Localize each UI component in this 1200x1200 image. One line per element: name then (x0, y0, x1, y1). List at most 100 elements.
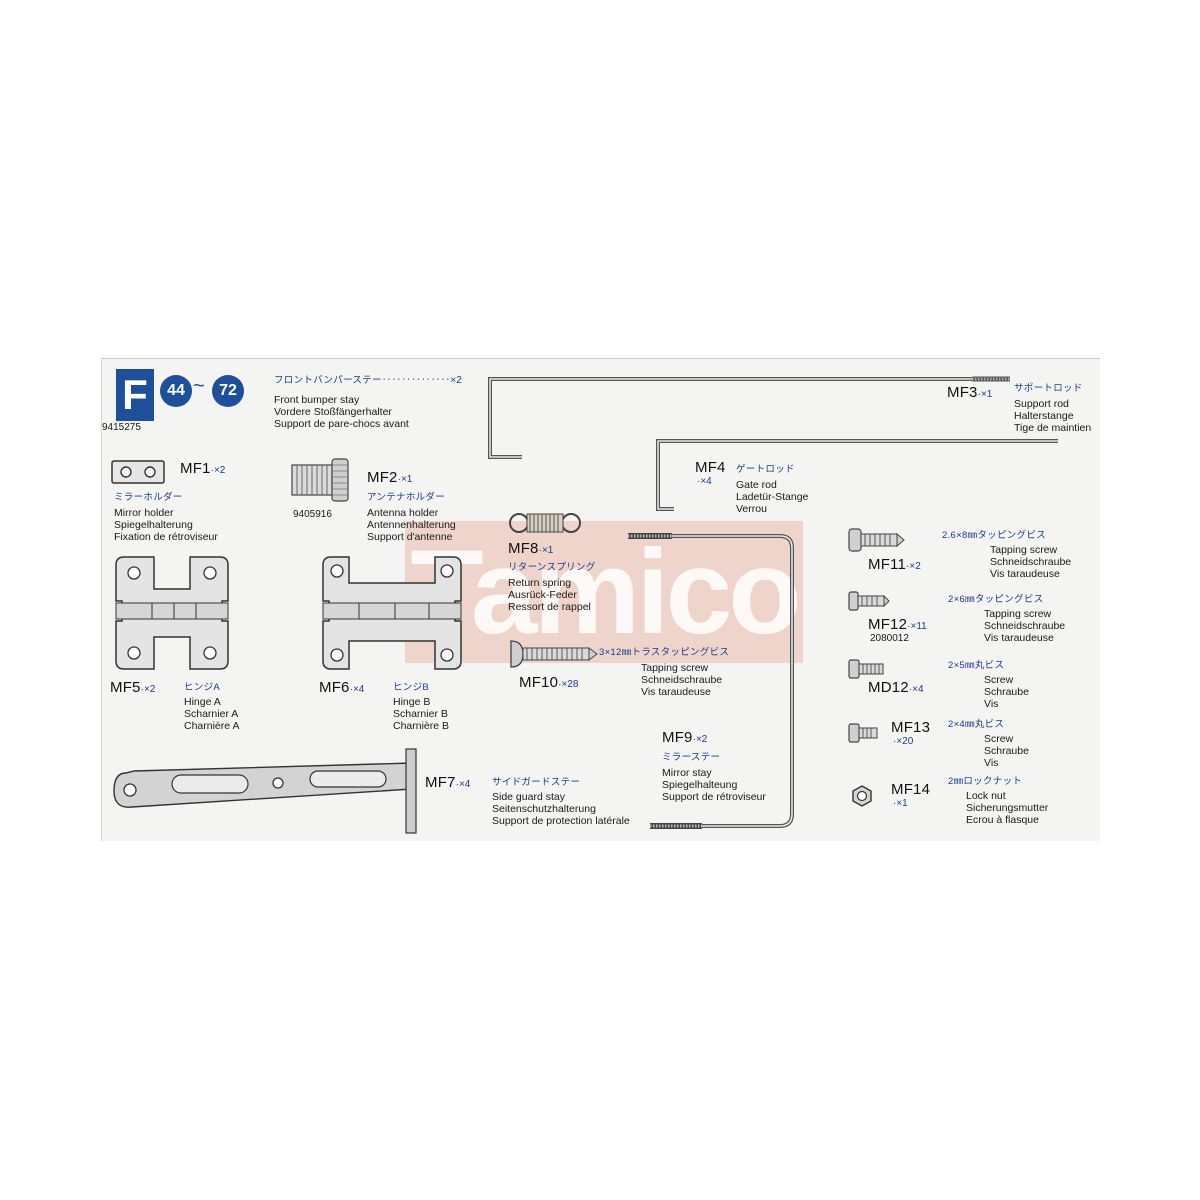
mf4-jp: ゲートロッド (736, 464, 795, 475)
md12-de: Schraube (984, 686, 1029, 698)
mf8-en: Return spring (508, 577, 572, 589)
mf14-jp: 2㎜ロックナット (948, 776, 1023, 787)
mf2-code: MF2 (367, 469, 398, 486)
step-range-end: 72 (212, 375, 244, 407)
mf14-en: Lock nut (966, 790, 1006, 802)
mf12-qty: ·×11 (907, 621, 927, 632)
mf2-label: アンテナホルダー Antenna holder Antennenhalterun… (367, 489, 456, 543)
support-rod-drawing (488, 376, 1010, 459)
mf11-label: 2.6×8㎜タッピングビス Tapping screw Schneidschra… (942, 527, 1071, 580)
mf10-de: Schneidschraube (641, 674, 723, 686)
mf9-de: Spiegelhalteung (662, 779, 738, 791)
mf10-en: Tapping screw (641, 662, 709, 674)
mf1-jp: ミラーホルダー (114, 492, 183, 503)
step-range-separator: ~ (193, 375, 205, 397)
mf2-part-number: 9405916 (293, 509, 332, 520)
mf3-code: MF3 (947, 384, 978, 401)
mf12-fr: Vis taraudeuse (984, 632, 1054, 644)
hinge-a-drawing (115, 556, 229, 670)
mf7-code: MF7 (425, 774, 456, 791)
mf11-de: Schneidschraube (990, 556, 1072, 568)
md12-screw-drawing (848, 659, 884, 679)
md12-code: MD12 (868, 679, 909, 696)
md12-label: 2×5㎜丸ビス Screw Schraube Vis (948, 657, 1029, 710)
mf9-jp: ミラーステー (662, 752, 721, 763)
mf7-fr: Support de protection latérale (492, 815, 630, 827)
mf13-de: Schraube (984, 745, 1029, 757)
watermark-text: Tamico (410, 525, 801, 659)
mf9-code-block: MF9·×2 (662, 729, 707, 747)
mf7-label: サイドガードステー Side guard stay Seitenschutzha… (492, 774, 630, 827)
mf12-label: 2×6㎜タッピングビス Tapping screw Schneidschraub… (948, 591, 1065, 644)
mf12-screw-drawing (848, 591, 890, 611)
mf7-qty: ·×4 (455, 779, 471, 790)
mf6-qty: ·×4 (349, 684, 365, 695)
mf3-label: サポートロッド Support rod Halterstange Tige de… (1014, 380, 1091, 434)
bag-letter-badge: F (116, 369, 154, 421)
mf11-jp: 2.6×8㎜タッピングビス (942, 530, 1046, 541)
mf3-qty: ·×1 (977, 389, 993, 400)
mf3-en: Support rod (1014, 398, 1069, 410)
mf14-de: Sicherungsmutter (966, 802, 1049, 814)
mf9-en: Mirror stay (662, 767, 712, 779)
mf6-code: MF6 (319, 679, 350, 696)
mf14-code-block: MF14 ·×1 (891, 781, 930, 809)
mf4-label: ゲートロッド Gate rod Ladetür-Stange Verrou (736, 461, 808, 515)
mf8-qty: ·×1 (538, 545, 554, 556)
mf6-jp: ヒンジB (393, 682, 430, 693)
mf11-code: MF11 (868, 556, 907, 573)
mf12-code: MF12 (868, 616, 908, 633)
mf14-qty: ·×1 (893, 798, 908, 809)
mf11-en: Tapping screw (990, 544, 1058, 556)
mf11-code-block: MF11·×2 (868, 556, 921, 574)
bumper-stay-fr: Support de pare-chocs avant (274, 418, 409, 430)
mf10-code-block: MF10·×28 (519, 674, 578, 692)
mirror-stay-drawing (628, 533, 794, 829)
mf14-code: MF14 (891, 781, 931, 798)
mf5-label: ヒンジA Hinge A Scharnier A Charnière A (184, 679, 239, 732)
mf8-de: Ausrück-Feder (508, 589, 577, 601)
mf8-code: MF8 (508, 540, 539, 557)
mf12-de: Schneidschraube (984, 620, 1066, 632)
md12-fr: Vis (984, 698, 999, 710)
bumper-stay-de: Vordere Stoßfängerhalter (274, 406, 392, 418)
mf11-fr: Vis taraudeuse (990, 568, 1060, 580)
mf13-jp: 2×4㎜丸ビス (948, 719, 1005, 730)
lock-nut-drawing (852, 785, 872, 807)
mf1-label: ミラーホルダー Mirror holder Spiegelhalterung F… (114, 489, 218, 543)
mf9-code: MF9 (662, 729, 693, 746)
mf13-code-block: MF13 ·×20 (891, 719, 930, 747)
md12-code-block: MD12·×4 (868, 679, 924, 697)
mf10-screw-drawing (510, 640, 598, 668)
mf8-label: リターンスプリング Return spring Ausrück-Feder Re… (508, 559, 596, 613)
mf5-jp: ヒンジA (184, 682, 221, 693)
mf13-en: Screw (984, 733, 1014, 745)
mf13-label: 2×4㎜丸ビス Screw Schraube Vis (948, 716, 1029, 769)
mf2-code-block: MF2·×1 (367, 469, 412, 487)
mf13-code: MF13 (891, 719, 931, 736)
mf7-de: Seitenschutzhalterung (492, 803, 596, 815)
mf7-code-block: MF7·×4 (425, 774, 470, 792)
mf1-code: MF1 (180, 460, 211, 477)
mf2-en: Antenna holder (367, 507, 439, 519)
mf4-fr: Verrou (736, 503, 767, 515)
bag-number: 9415275 (102, 422, 141, 433)
mf14-label: 2㎜ロックナット Lock nut Sicherungsmutter Ecrou… (948, 773, 1048, 826)
step-range-start: 44 (160, 375, 192, 407)
mf1-qty: ·×2 (210, 465, 226, 476)
mf13-fr: Vis (984, 757, 999, 769)
mf4-en: Gate rod (736, 479, 777, 491)
bumper-stay-qty: ×2 (450, 375, 462, 386)
mf3-code-block: MF3·×1 (947, 384, 992, 402)
side-guard-stay-drawing (113, 748, 417, 834)
mf10-jp: 3×12㎜トラスタッピングビス (599, 647, 730, 658)
mf6-code-block: MF6·×4 (319, 679, 364, 697)
mf4-code: MF4 (695, 459, 726, 476)
watermark-logo: Tamico (405, 521, 803, 663)
mf2-qty: ·×1 (397, 474, 413, 485)
gate-rod-drawing (656, 439, 1058, 511)
mf6-de: Scharnier B (393, 708, 448, 720)
mf8-fr: Ressort de rappel (508, 601, 591, 613)
mf7-jp: サイドガードステー (492, 777, 581, 788)
mf9-label: ミラーステー Mirror stay Spiegelhalteung Suppo… (662, 749, 766, 803)
